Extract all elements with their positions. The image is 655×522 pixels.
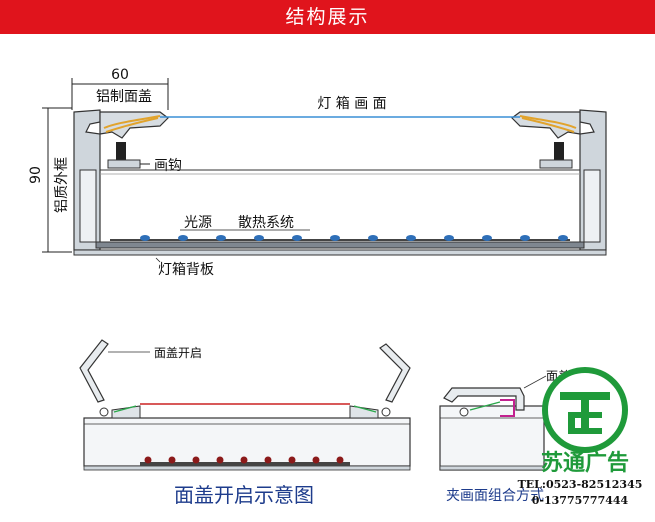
left-hook-clamp bbox=[116, 142, 126, 160]
led-dot bbox=[192, 456, 200, 464]
led-dot bbox=[368, 235, 378, 241]
led-dot bbox=[444, 235, 454, 241]
width-dimension-label: 60 bbox=[111, 67, 129, 83]
frame-label: 铝质外框 bbox=[54, 157, 70, 213]
back-label: 灯箱背板 bbox=[158, 262, 214, 278]
led-dot bbox=[216, 235, 226, 241]
right-hook-clamp bbox=[554, 142, 564, 160]
led-dot bbox=[482, 235, 492, 241]
clip-combination-diagram: 面盖 夹画面组合方式 bbox=[439, 369, 570, 504]
header-bar: 结构展示 bbox=[0, 0, 655, 34]
light-label: 光源 bbox=[184, 215, 212, 231]
led-dot bbox=[330, 235, 340, 241]
led-dot bbox=[144, 456, 152, 464]
led-dot bbox=[336, 456, 344, 464]
company-logo: 苏通广告 TEL:0523-82512345 0-13775777444 bbox=[518, 367, 643, 507]
cover-label: 铝制面盖 bbox=[96, 89, 152, 105]
logo-tel1: TEL:0523-82512345 bbox=[518, 478, 643, 491]
back-panel bbox=[95, 241, 585, 249]
logo-tel2: 0-13775777444 bbox=[532, 494, 629, 507]
led-dot bbox=[520, 235, 530, 241]
led-dot bbox=[558, 235, 568, 241]
clip-face bbox=[500, 399, 515, 417]
led-dot bbox=[288, 456, 296, 464]
led-dot bbox=[178, 235, 188, 241]
top-cross-section: 60 铝制面盖 90 铝质外框 画钩 灯 箱 画 面 bbox=[28, 67, 607, 278]
open-caption: 面盖开启示意图 bbox=[174, 483, 314, 507]
face-label: 灯 箱 画 面 bbox=[317, 96, 386, 112]
led-dots bbox=[140, 235, 568, 241]
heat-label: 散热系统 bbox=[238, 215, 294, 231]
clip-cover bbox=[443, 387, 525, 411]
hook-label: 画钩 bbox=[154, 158, 182, 174]
led-dot bbox=[254, 235, 264, 241]
open-frame-body bbox=[83, 417, 411, 467]
open-cover-diagram: 面盖开启 面盖开启示意图 bbox=[79, 339, 411, 507]
led-dot bbox=[406, 235, 416, 241]
led-dot bbox=[216, 456, 224, 464]
led-dot bbox=[240, 456, 248, 464]
open-label: 面盖开启 bbox=[154, 346, 202, 360]
logo-name: 苏通广告 bbox=[541, 450, 629, 476]
clip-frame-body bbox=[439, 405, 545, 471]
height-dimension-label: 90 bbox=[28, 166, 44, 184]
led-dot bbox=[168, 456, 176, 464]
right-raised-cover bbox=[379, 343, 411, 403]
led-dot bbox=[140, 235, 150, 241]
led-dot bbox=[264, 456, 272, 464]
led-dot bbox=[312, 456, 320, 464]
left-raised-cover bbox=[79, 339, 109, 403]
clip-caption: 夹画面组合方式 bbox=[446, 488, 544, 504]
led-dot bbox=[292, 235, 302, 241]
page-title: 结构展示 bbox=[285, 6, 370, 28]
bottom-led-dots bbox=[144, 456, 344, 464]
